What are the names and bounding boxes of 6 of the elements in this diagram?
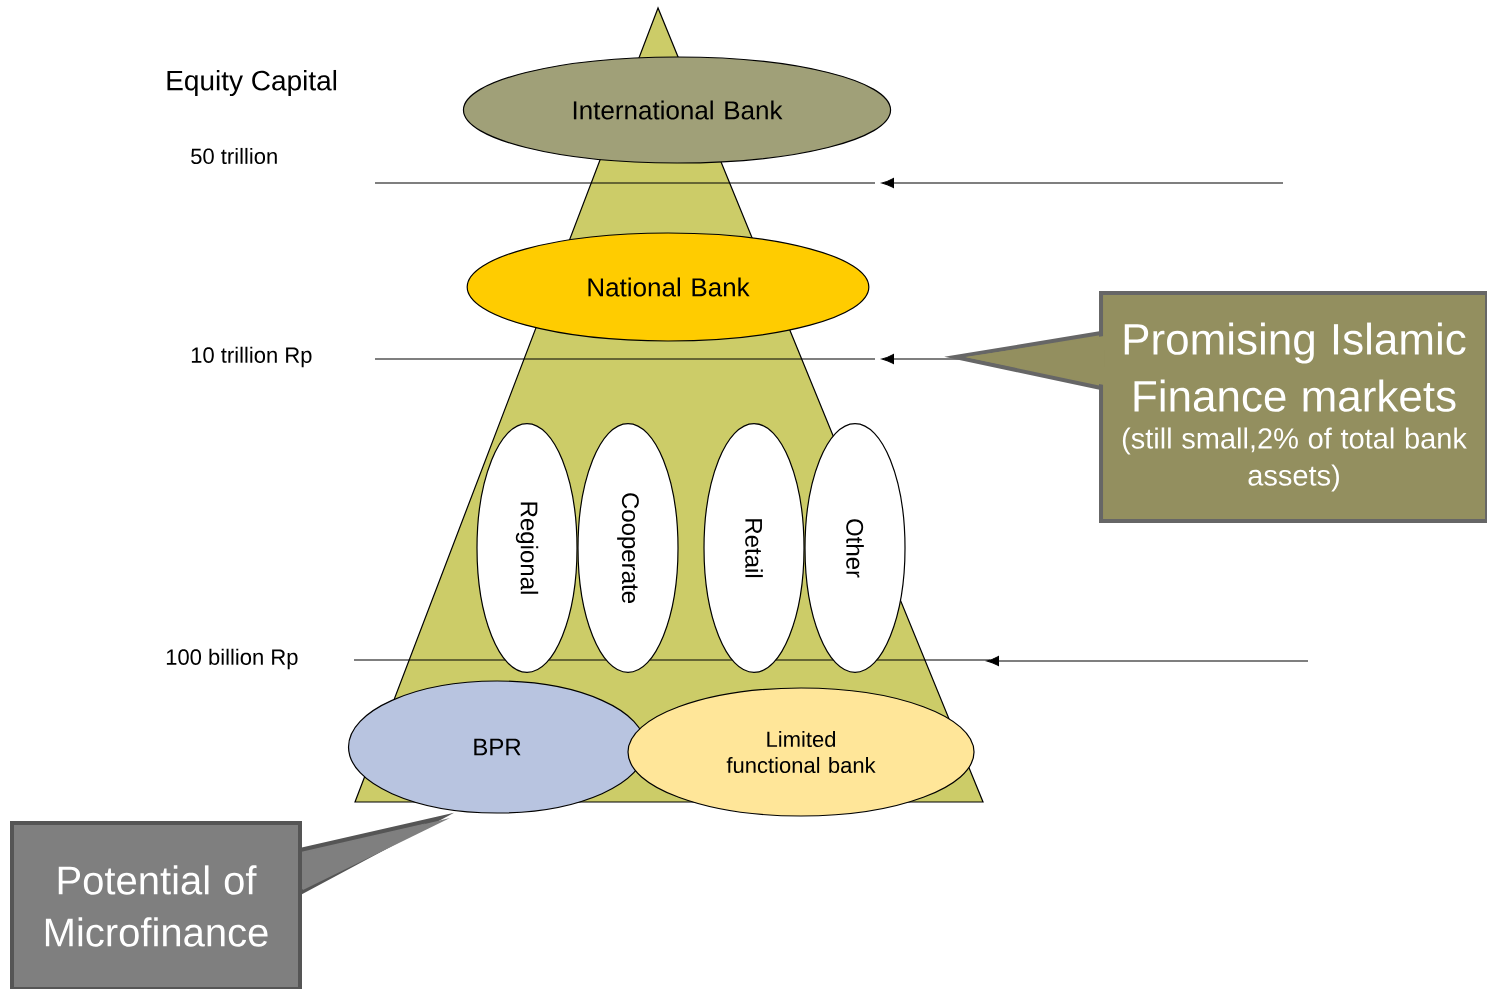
threshold-label: 10 trillion Rp — [191, 346, 312, 368]
threshold-label: 100 billion Rp — [166, 648, 298, 670]
axis-title: Equity Capital — [167, 69, 337, 97]
callout-box: Potential of Microfinance — [10, 812, 455, 989]
callout-box: Promising Islamic Finance markets (still small,2% of total bank assets) — [944, 291, 1487, 523]
threshold-label: 50 trillion — [191, 147, 277, 165]
